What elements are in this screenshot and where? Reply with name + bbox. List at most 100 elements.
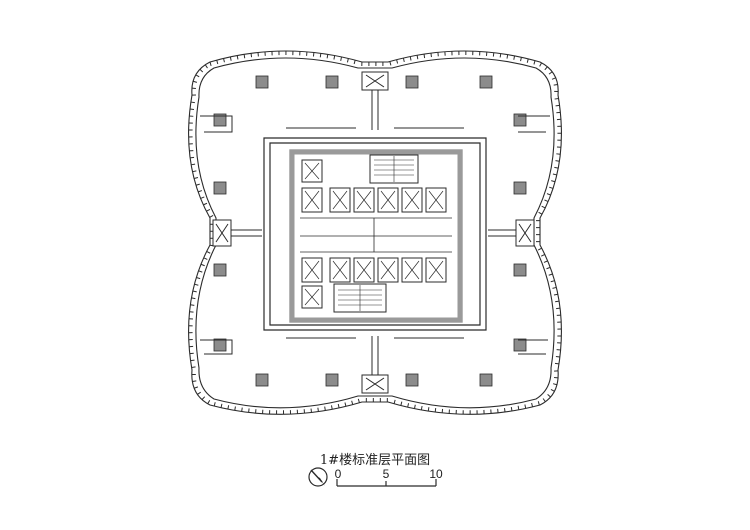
column	[513, 181, 527, 195]
mullion-tick	[420, 405, 423, 411]
mullion-tick	[546, 193, 551, 196]
mullion-tick	[200, 196, 205, 199]
mullion-tick	[236, 55, 239, 60]
mullion-tick	[552, 286, 557, 289]
mullion-tick	[191, 163, 196, 166]
mullion-tick	[506, 54, 509, 59]
mullion-tick	[203, 202, 208, 206]
elevator-shaft	[329, 257, 351, 283]
mullion-tick	[551, 77, 556, 80]
mullion-tick	[402, 57, 405, 63]
column	[405, 373, 419, 387]
structural-columns	[213, 75, 527, 387]
mullion-tick	[423, 54, 426, 59]
mullion-tick	[337, 403, 340, 409]
mullion-tick	[198, 270, 203, 273]
mullion-tick	[209, 61, 212, 66]
column	[325, 373, 339, 387]
drawing-title: 1#楼标准层平面图	[319, 453, 431, 468]
mullion-tick	[555, 104, 560, 107]
mullion-tick	[241, 407, 243, 412]
mullion-tick	[344, 402, 347, 407]
mullion-tick	[250, 53, 253, 58]
mullion-tick	[552, 173, 557, 176]
mullion-tick	[407, 403, 410, 408]
mullion-tick	[546, 266, 551, 270]
mullion-tick	[223, 58, 225, 63]
mullion-tick	[193, 177, 199, 179]
elevator-shaft	[425, 187, 447, 213]
mullion-tick	[197, 190, 203, 193]
mullion-tick	[510, 406, 513, 412]
mullion-tick	[553, 84, 558, 86]
mullion-tick	[324, 406, 326, 411]
mullion-tick	[195, 183, 200, 186]
mullion-tick	[220, 403, 223, 408]
elevator-shaft	[301, 285, 323, 309]
mullion-tick	[357, 398, 360, 403]
connector-walls	[231, 90, 516, 375]
mullion-tick	[190, 101, 195, 104]
elevator-shaft	[353, 257, 375, 283]
mullion-tick	[526, 58, 529, 63]
mullion-tick	[550, 388, 555, 392]
mullion-tick	[517, 405, 520, 410]
corridor-walls	[263, 137, 487, 331]
column	[479, 75, 493, 89]
end-shafts	[212, 71, 535, 394]
mullion-tick	[389, 61, 392, 66]
mullion-tick	[551, 180, 556, 183]
mullion-tick	[544, 66, 548, 71]
mullion-tick	[554, 166, 559, 169]
mullion-tick	[192, 380, 197, 382]
mullion-tick	[553, 293, 558, 296]
scale-label-0: 0	[334, 467, 342, 481]
column	[213, 113, 227, 127]
mullion-tick	[434, 408, 437, 413]
mullion-tick	[207, 400, 211, 405]
mullion-tick	[203, 257, 208, 260]
mullion-tick	[196, 276, 201, 280]
column	[213, 263, 227, 277]
mullion-tick	[547, 393, 551, 398]
mullion-tick	[330, 405, 333, 410]
column	[513, 113, 527, 127]
mullion-tick	[531, 402, 534, 407]
mullion-tick	[199, 68, 204, 73]
mullion-tick	[206, 251, 211, 254]
elevator-shaft	[377, 187, 399, 213]
mullion-tick	[524, 404, 527, 409]
mullion-tick	[317, 407, 319, 412]
mullion-tick	[191, 297, 196, 300]
mullion-tick	[549, 186, 554, 189]
mullion-tick	[194, 283, 199, 286]
north-arrow-icon	[308, 467, 328, 487]
elevator-shaft	[401, 187, 423, 213]
elevator-shaft	[353, 187, 375, 213]
mullion-tick	[548, 71, 553, 75]
column	[255, 75, 269, 89]
mullion-tick	[552, 383, 558, 386]
mullion-tick	[538, 211, 543, 215]
mullion-tick	[333, 55, 336, 60]
mullion-tick	[416, 55, 419, 60]
mullion-tick	[555, 160, 560, 162]
mullion-tick	[414, 404, 416, 409]
mullion-tick	[192, 170, 197, 173]
mullion-tick	[340, 56, 343, 61]
column	[325, 75, 339, 89]
mullion-tick	[195, 74, 200, 78]
mullion-tick	[191, 366, 196, 369]
mullion-tick	[513, 55, 516, 60]
mullion-tick	[204, 64, 208, 69]
column	[513, 263, 527, 277]
elevator-shaft	[401, 257, 423, 283]
elevator-shaft	[301, 159, 323, 183]
mullion-tick	[213, 402, 216, 407]
column	[405, 75, 419, 89]
mullion-tick	[520, 57, 522, 62]
mullion-tick	[537, 401, 540, 406]
mullion-tick	[346, 58, 349, 63]
mullion-tick	[229, 56, 232, 61]
mullion-tick	[353, 60, 356, 65]
